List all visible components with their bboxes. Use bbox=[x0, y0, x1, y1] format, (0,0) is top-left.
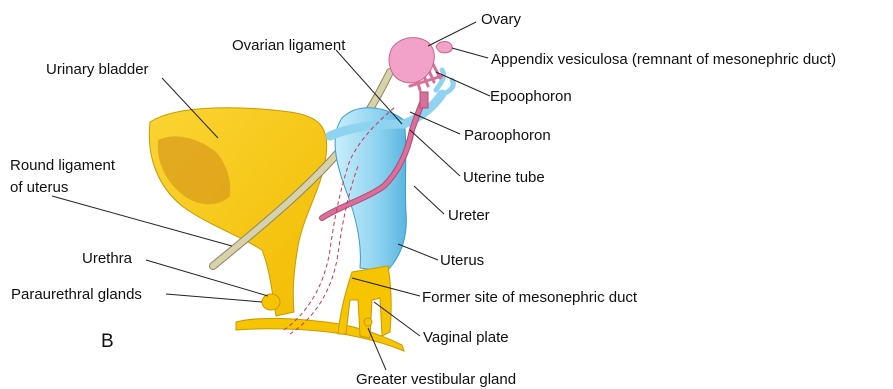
appendix-vesiculosa bbox=[436, 42, 452, 53]
label-vaginal-plate: Vaginal plate bbox=[423, 329, 509, 346]
ureter-stub bbox=[420, 92, 428, 108]
greater-vestibular-gland bbox=[364, 318, 372, 326]
label-urinary-bladder: Urinary bladder bbox=[46, 61, 149, 78]
label-uterine-tube: Uterine tube bbox=[463, 169, 545, 186]
label-greater-vestibular-gland: Greater vestibular gland bbox=[356, 371, 516, 388]
label-epoophoron: Epoophoron bbox=[490, 88, 572, 105]
panel-letter: B bbox=[101, 331, 114, 352]
label-former-mesonephric: Former site of mesonephric duct bbox=[422, 289, 638, 306]
label-ureter: Ureter bbox=[448, 207, 490, 224]
label-urethra: Urethra bbox=[82, 250, 133, 267]
label-paraurethral-glands: Paraurethral glands bbox=[11, 286, 142, 303]
label-round-ligament-1: Round ligament bbox=[10, 157, 116, 174]
label-uterus: Uterus bbox=[440, 252, 484, 269]
label-round-ligament-2: of uterus bbox=[10, 179, 68, 196]
label-ovary: Ovary bbox=[481, 11, 522, 28]
label-paroophoron: Paroophoron bbox=[464, 127, 551, 144]
paraurethral-glands bbox=[262, 294, 280, 310]
vestibule-base bbox=[236, 318, 404, 351]
label-appendix-vesiculosa: Appendix vesiculosa (remnant of mesoneph… bbox=[491, 51, 836, 68]
label-ovarian-ligament: Ovarian ligament bbox=[232, 37, 346, 54]
vaginal-plate bbox=[338, 266, 391, 338]
ovary bbox=[389, 38, 434, 83]
